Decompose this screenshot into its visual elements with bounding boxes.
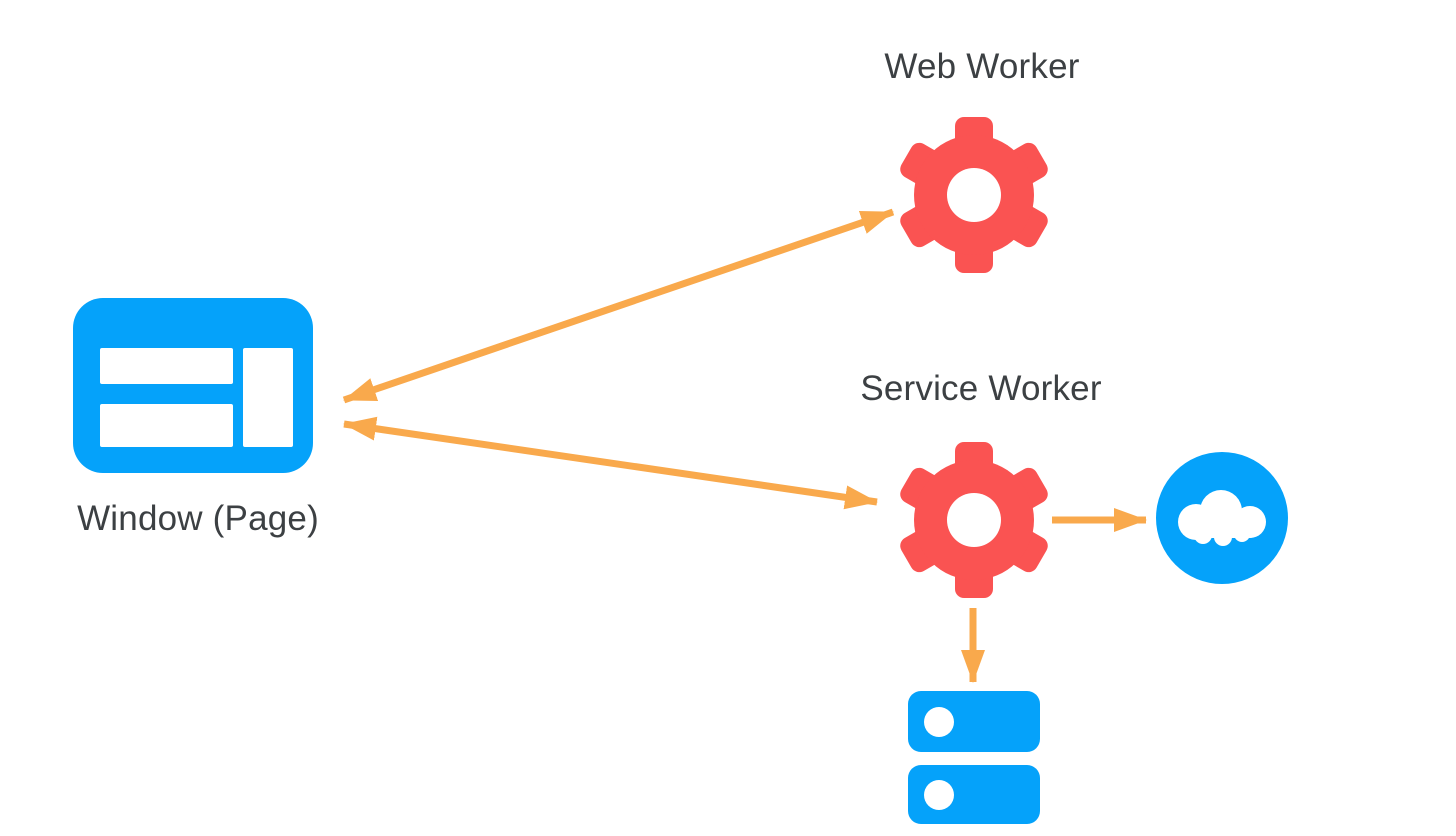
window-content-block <box>100 404 233 447</box>
database-row-icon <box>908 691 1040 752</box>
database-indicator-dot <box>924 706 954 737</box>
cloud-shape <box>1178 490 1266 546</box>
web-worker-label: Web Worker <box>884 47 1080 86</box>
window-page-label: Window (Page) <box>77 499 319 538</box>
browser-window-icon <box>73 298 313 473</box>
window-sidebar-block <box>243 348 293 447</box>
service-worker-label: Service Worker <box>860 369 1102 408</box>
cloud-icon <box>1156 452 1288 584</box>
web-worker-gear-icon <box>894 115 1054 275</box>
edge-window-webworker <box>342 208 895 404</box>
window-content-block <box>100 348 233 384</box>
gear-hole <box>947 493 1001 547</box>
database-indicator-dot <box>924 779 954 810</box>
database-row-icon <box>908 765 1040 824</box>
gear-hole <box>947 168 1001 222</box>
edge-window-serviceworker <box>343 416 878 510</box>
service-worker-gear-icon <box>894 440 1054 600</box>
